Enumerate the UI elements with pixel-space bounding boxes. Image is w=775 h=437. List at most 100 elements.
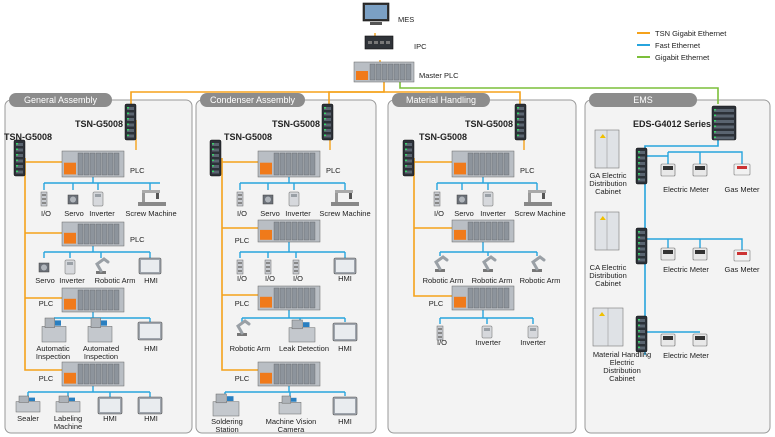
ems-switch1 bbox=[635, 147, 648, 185]
switch-port bbox=[714, 125, 734, 129]
switch-port bbox=[405, 143, 412, 146]
plc-module bbox=[89, 289, 96, 311]
master-plc-icon bbox=[353, 61, 415, 83]
condenser-io2-icon bbox=[236, 259, 244, 275]
plc-module bbox=[83, 363, 90, 385]
machine-body bbox=[15, 401, 41, 413]
cabinet-warning bbox=[599, 134, 606, 138]
switch-led bbox=[714, 114, 716, 116]
machine-top bbox=[90, 317, 101, 328]
switch-led bbox=[405, 170, 407, 172]
condenser-machine-vision-camera-icon bbox=[278, 395, 302, 415]
general-hmi2-label: HMI bbox=[144, 344, 158, 353]
switch-port bbox=[714, 131, 734, 134]
material-inverter3-label: Inverter bbox=[520, 338, 546, 347]
plc-module bbox=[497, 287, 504, 309]
switch-led bbox=[127, 129, 129, 131]
io-terminal bbox=[238, 266, 242, 268]
meter-display bbox=[695, 166, 705, 170]
io-terminal bbox=[238, 202, 242, 204]
plc-module bbox=[77, 152, 84, 176]
material-io2-icon bbox=[436, 325, 444, 341]
material-plc2-icon bbox=[451, 219, 515, 243]
gas-meter-dial bbox=[737, 166, 747, 169]
plc-module bbox=[309, 152, 316, 176]
general-inverter-icon bbox=[92, 191, 104, 207]
plc-module bbox=[285, 152, 292, 176]
condenser-plc2-icon bbox=[257, 219, 321, 243]
condenser-robotic-arm-label: Robotic Arm bbox=[230, 344, 271, 353]
general-plc3-label: PLC bbox=[39, 299, 54, 308]
gas-meter-body bbox=[733, 163, 751, 176]
plc-module bbox=[95, 223, 102, 245]
ipc-port bbox=[386, 41, 390, 44]
plc-module bbox=[503, 287, 510, 309]
condenser-hmi2-label: HMI bbox=[338, 344, 352, 353]
legend-label-2: Gigabit Ethernet bbox=[655, 53, 710, 62]
device-panel bbox=[485, 194, 491, 197]
switch-led bbox=[324, 129, 326, 131]
meter-display bbox=[663, 166, 673, 170]
condenser-machine-vision-camera-label: Machine Vision bbox=[266, 417, 317, 426]
ca-cabinet-icon bbox=[594, 211, 620, 251]
condenser-inverter-icon bbox=[288, 191, 300, 207]
plc-module bbox=[273, 152, 280, 176]
switch-led bbox=[638, 346, 640, 348]
switch-port bbox=[324, 123, 331, 127]
plc-module bbox=[291, 363, 298, 385]
zone-material bbox=[387, 99, 577, 434]
switch-port bbox=[127, 123, 134, 127]
plc-module bbox=[491, 287, 498, 309]
plc-module bbox=[285, 221, 292, 241]
switch-led bbox=[405, 154, 407, 156]
switch-led bbox=[405, 148, 407, 150]
plc-module bbox=[387, 63, 394, 81]
tsn-backbone-left bbox=[130, 82, 385, 104]
plc-module bbox=[485, 152, 492, 176]
plc-module bbox=[101, 223, 108, 245]
robot-arm bbox=[434, 255, 449, 271]
io-terminal bbox=[42, 202, 46, 204]
condenser-io-icon bbox=[236, 191, 244, 207]
switch-port bbox=[638, 253, 645, 256]
gig-backbone-ems bbox=[399, 82, 719, 104]
switch-led bbox=[517, 134, 519, 136]
general-servo-icon bbox=[67, 194, 79, 205]
plc-module bbox=[399, 63, 406, 81]
screw-head bbox=[349, 193, 352, 199]
device-panel bbox=[484, 328, 490, 331]
io-terminal bbox=[435, 202, 439, 204]
mh-cabinet-label: Electric bbox=[610, 358, 635, 367]
switch-port bbox=[638, 324, 645, 328]
condenser-hmi2-icon bbox=[332, 322, 358, 342]
switch-port bbox=[517, 134, 524, 138]
legend-label-1: Fast Ethernet bbox=[655, 41, 701, 50]
plc-module bbox=[83, 223, 90, 245]
switch-port bbox=[16, 165, 23, 168]
mh-cabinet-label: Distribution bbox=[603, 366, 641, 375]
zone-title-material: Material Handling bbox=[406, 95, 476, 105]
robot-arm bbox=[95, 257, 110, 273]
condenser-screw-machine-icon bbox=[331, 190, 359, 206]
general-plc4-label: PLC bbox=[39, 374, 54, 383]
switch-led bbox=[324, 118, 326, 120]
plc-module bbox=[285, 287, 292, 309]
switch-port bbox=[16, 148, 23, 152]
plc-module bbox=[89, 223, 96, 245]
ca-cabinet-label: Cabinet bbox=[595, 279, 622, 288]
plc-module bbox=[77, 289, 84, 311]
general-labeling-machine-label: Machine bbox=[54, 422, 82, 431]
switch-led bbox=[212, 170, 214, 172]
cabinet-warning bbox=[599, 216, 606, 220]
ga-electric-meter1-icon bbox=[660, 163, 676, 177]
material-servo-label: Servo bbox=[454, 209, 474, 218]
switch-led bbox=[638, 167, 640, 169]
robot-base bbox=[483, 269, 493, 272]
material-robotic-arm2-label: Robotic Arm bbox=[472, 276, 513, 285]
general-plc1-icon bbox=[61, 150, 125, 178]
switch-led bbox=[714, 136, 716, 138]
io-terminal bbox=[42, 194, 46, 196]
switch-port bbox=[714, 114, 734, 118]
screw-arm bbox=[142, 190, 160, 193]
machine-top bbox=[281, 395, 292, 404]
